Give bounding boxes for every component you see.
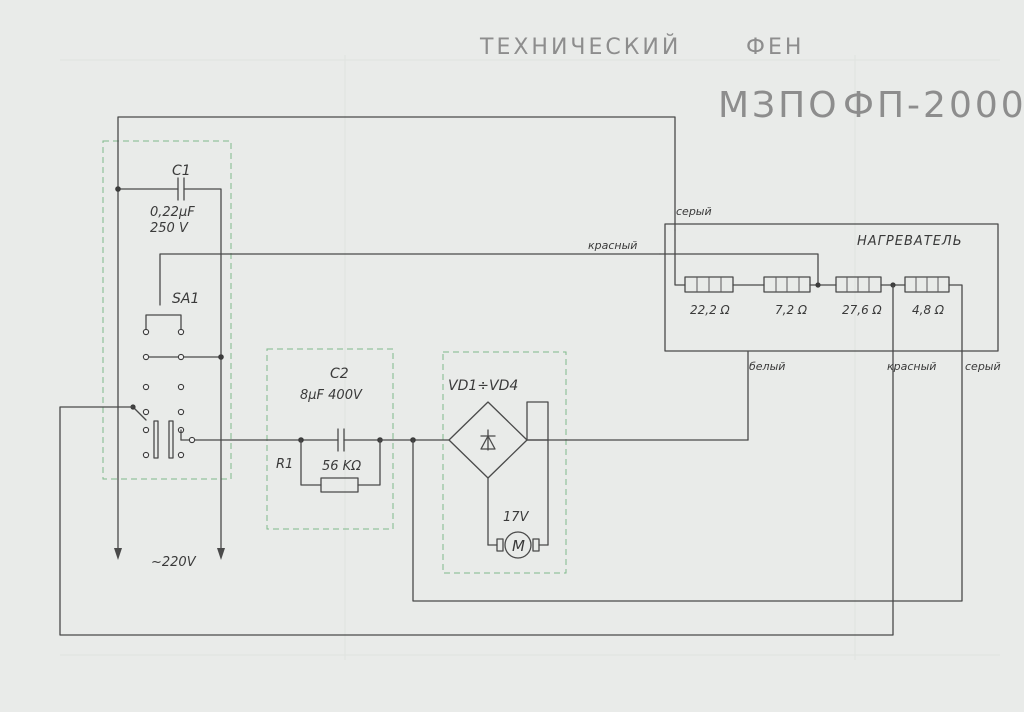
switch-sa1[interactable] (132, 314, 222, 459)
wire-top-gray (117, 116, 676, 557)
heater-section-4 (904, 276, 950, 293)
wire-label-white: белый (749, 360, 785, 373)
heater-section-3 (835, 276, 882, 293)
wire-label-gray-bottom: серый (965, 360, 1001, 373)
heater-section-4-label: 4,8 Ω (912, 303, 945, 317)
wire-label-red-bottom: красный (887, 360, 936, 373)
c2-value: 8μF 400V (300, 388, 363, 403)
rectifier-block-outline (442, 351, 567, 574)
c2-r1-block-outline (266, 348, 394, 530)
heater-title: НАГРЕВАТЕЛЬ (857, 234, 963, 249)
heater-section-3-label: 27,6 Ω (842, 303, 883, 317)
title-word-1: ТЕХНИЧЕСКИЙ (479, 34, 681, 60)
motor-symbol: M (512, 537, 525, 555)
capacitor-c1 (117, 177, 222, 557)
heater-section-2 (763, 276, 811, 293)
wire-label-gray-top: серый (676, 205, 712, 218)
title-word-2: ФЕН (746, 35, 804, 60)
c1-voltage: 250 V (150, 221, 189, 236)
supply-voltage: ~220V (151, 555, 197, 570)
motor-voltage: 17V (503, 510, 530, 525)
heater-box (664, 223, 999, 352)
c1-ref: C1 (172, 163, 191, 179)
c1-value: 0,22μF (150, 205, 195, 220)
heater-section-1-label: 22,2 Ω (690, 303, 731, 317)
r1-ref: R1 (276, 457, 293, 472)
switch-ref: SA1 (172, 291, 199, 307)
paper-grid (60, 55, 1000, 660)
heater-section-1 (684, 276, 734, 293)
diode-bridge (448, 351, 749, 546)
wire-left-return (59, 284, 894, 636)
wire-bottom-gray (412, 351, 963, 602)
c2-ref: C2 (330, 366, 349, 382)
wire-label-red-top: красный (588, 239, 637, 252)
model-word-2: ФП-2000 (843, 85, 1024, 126)
supply-terminals (114, 548, 225, 560)
wire-red-top (159, 253, 661, 306)
switch-block-outline (102, 140, 232, 480)
model-word-1: МЗПО (718, 85, 840, 126)
capacitor-c2 (300, 428, 381, 452)
resistor-r1 (300, 439, 381, 493)
heater-section-2-label: 7,2 Ω (775, 303, 808, 317)
motor (487, 531, 549, 559)
r1-value: 56 KΩ (322, 459, 361, 474)
heater-internal-wiring (659, 229, 963, 353)
bridge-ref: VD1÷VD4 (448, 378, 518, 394)
